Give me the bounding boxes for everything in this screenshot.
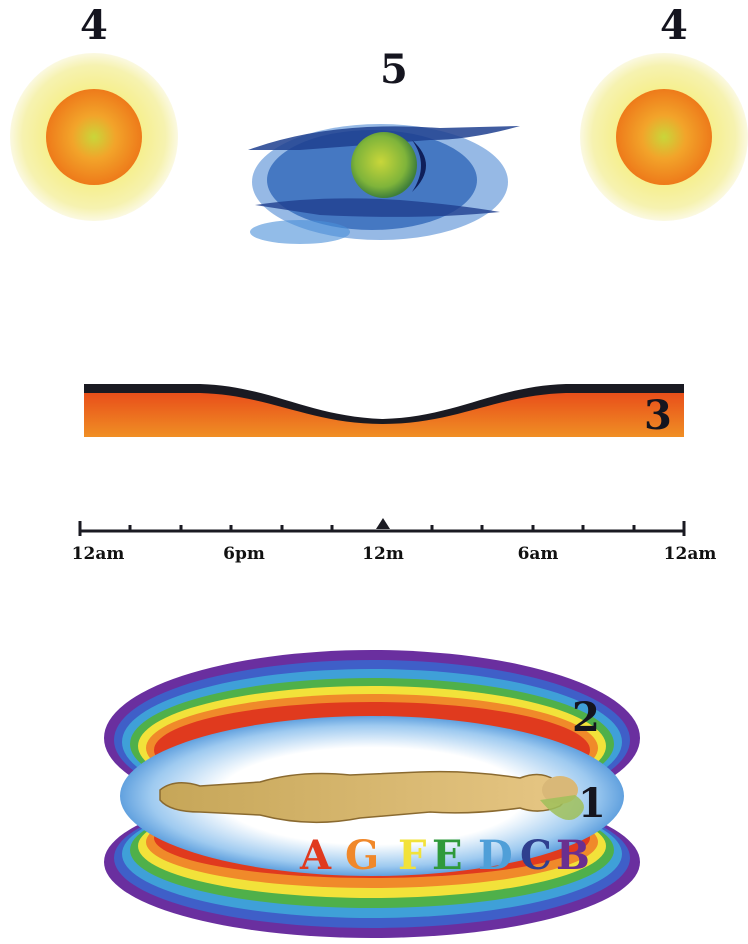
band-letter-g: G	[345, 832, 380, 879]
moon-clouds	[248, 124, 520, 244]
tick-label: 6pm	[223, 544, 265, 564]
label-inner-field: 1	[578, 780, 606, 827]
sun-left	[10, 53, 178, 221]
tick-label: 6am	[517, 544, 559, 564]
band-letter-d: D	[478, 832, 513, 879]
label-moon: 5	[380, 46, 408, 93]
midnight-marker	[376, 518, 390, 529]
daily-curve	[84, 384, 684, 437]
tick-label: 12am	[663, 544, 717, 564]
band-letter-f: F	[398, 832, 427, 879]
label-sun-left: 4	[80, 2, 108, 49]
tick-label: 12m	[362, 544, 404, 564]
band-letter-c: C	[520, 832, 552, 879]
human-figure	[159, 770, 584, 824]
band-letter-b: B	[556, 832, 590, 879]
label-outer-field: 2	[572, 694, 600, 741]
band-letter-a: A	[300, 832, 332, 879]
label-curve: 3	[644, 392, 672, 439]
label-sun-right: 4	[660, 2, 688, 49]
tick-label: 12am	[71, 544, 125, 564]
timeline-axis	[78, 521, 686, 536]
band-letter-e: E	[432, 832, 463, 879]
moon-icon	[351, 132, 417, 198]
sun-right	[580, 53, 748, 221]
